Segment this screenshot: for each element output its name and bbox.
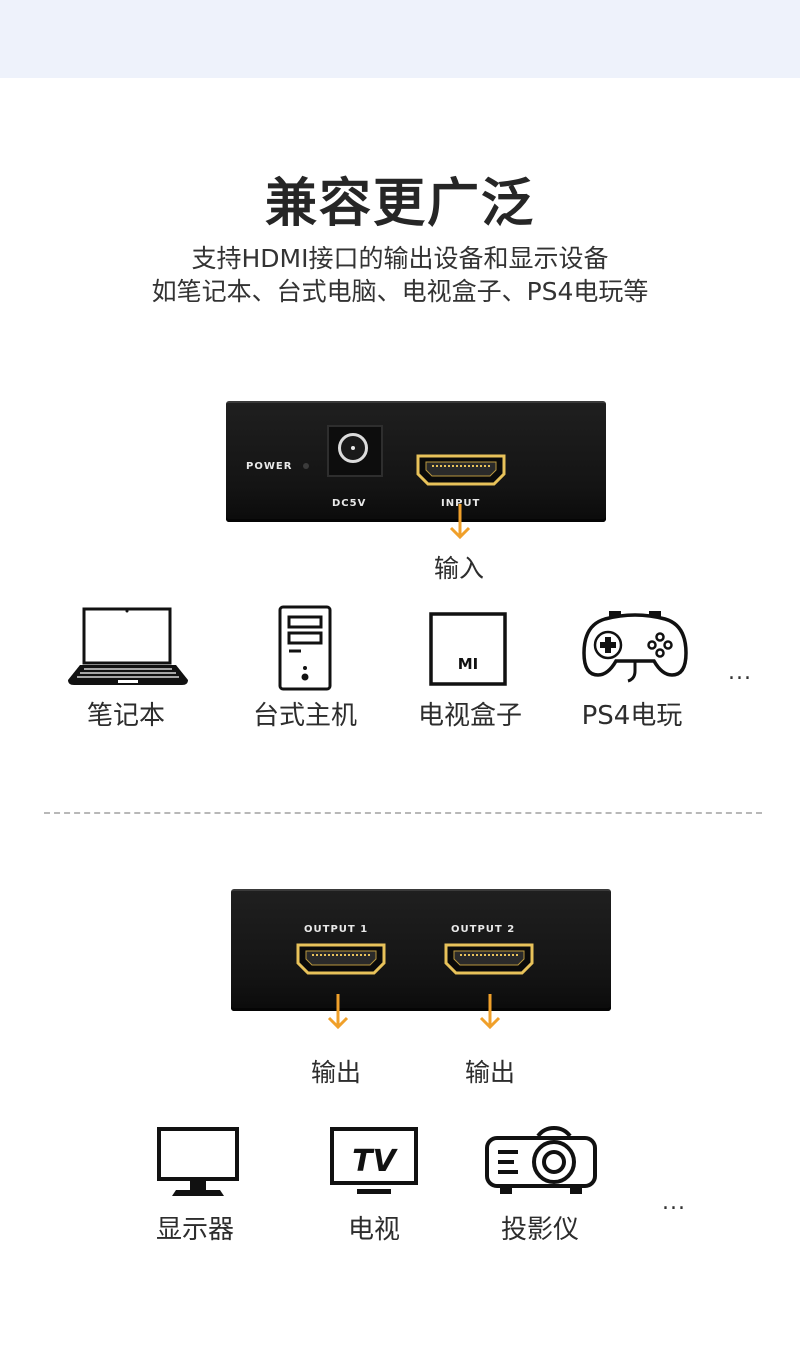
- top-banner-band: [0, 0, 800, 78]
- tv-badge-text: TV: [352, 1144, 398, 1179]
- display-name-projector: 投影仪: [500, 1215, 579, 1245]
- source-name-desktop: 台式主机: [252, 701, 357, 731]
- input-arrow-icon: [449, 504, 471, 540]
- display-name-monitor: 显示器: [155, 1215, 234, 1245]
- more-sources-ellipsis: ...: [728, 660, 752, 685]
- output-2-label: OUTPUT 2: [451, 924, 516, 935]
- subtitle-line-1: 支持HDMI接口的输出设备和显示设备: [191, 244, 609, 273]
- tv-icon: TV: [330, 1127, 418, 1194]
- hdmi-output-1-port-icon: [296, 943, 386, 975]
- source-name-laptop: 笔记本: [86, 701, 165, 731]
- projector-icon: [485, 1125, 597, 1194]
- hdmi-input-port-icon: [416, 454, 506, 486]
- output-2-text: 输出: [464, 1058, 515, 1087]
- power-led-icon: [303, 463, 309, 469]
- dc-power-jack-icon: [327, 425, 383, 477]
- display-name-tv: 电视: [347, 1215, 400, 1245]
- page-title: 兼容更广泛: [264, 174, 535, 234]
- splitter-output-side: OUTPUT 1 OUTPUT 2: [231, 889, 611, 1011]
- monitor-icon: [157, 1127, 239, 1196]
- input-text: 输入: [433, 554, 484, 583]
- output-1-arrow-icon: [327, 994, 349, 1030]
- desktop-tower-icon: [278, 605, 332, 691]
- output-1-text: 输出: [310, 1058, 361, 1087]
- tv-box-brand-mark: MI: [458, 655, 479, 673]
- source-name-ps4: PS4电玩: [581, 701, 683, 731]
- source-name-tv-box: 电视盒子: [417, 701, 522, 731]
- subtitle-line-2: 如笔记本、台式电脑、电视盒子、PS4电玩等: [151, 277, 649, 306]
- output-2-arrow-icon: [479, 994, 501, 1030]
- output-1-label: OUTPUT 1: [304, 924, 369, 935]
- tv-box-icon: MI: [429, 612, 507, 686]
- laptop-icon: [68, 607, 188, 685]
- input-port-label: INPUT: [441, 498, 481, 509]
- more-displays-ellipsis: ...: [662, 1190, 686, 1215]
- power-label: POWER: [246, 461, 293, 472]
- section-divider: [44, 812, 762, 814]
- hdmi-output-2-port-icon: [444, 943, 534, 975]
- gamepad-icon: [582, 611, 688, 683]
- splitter-input-side: POWER DC5V INPUT: [226, 401, 606, 522]
- dc-label: DC5V: [332, 498, 367, 509]
